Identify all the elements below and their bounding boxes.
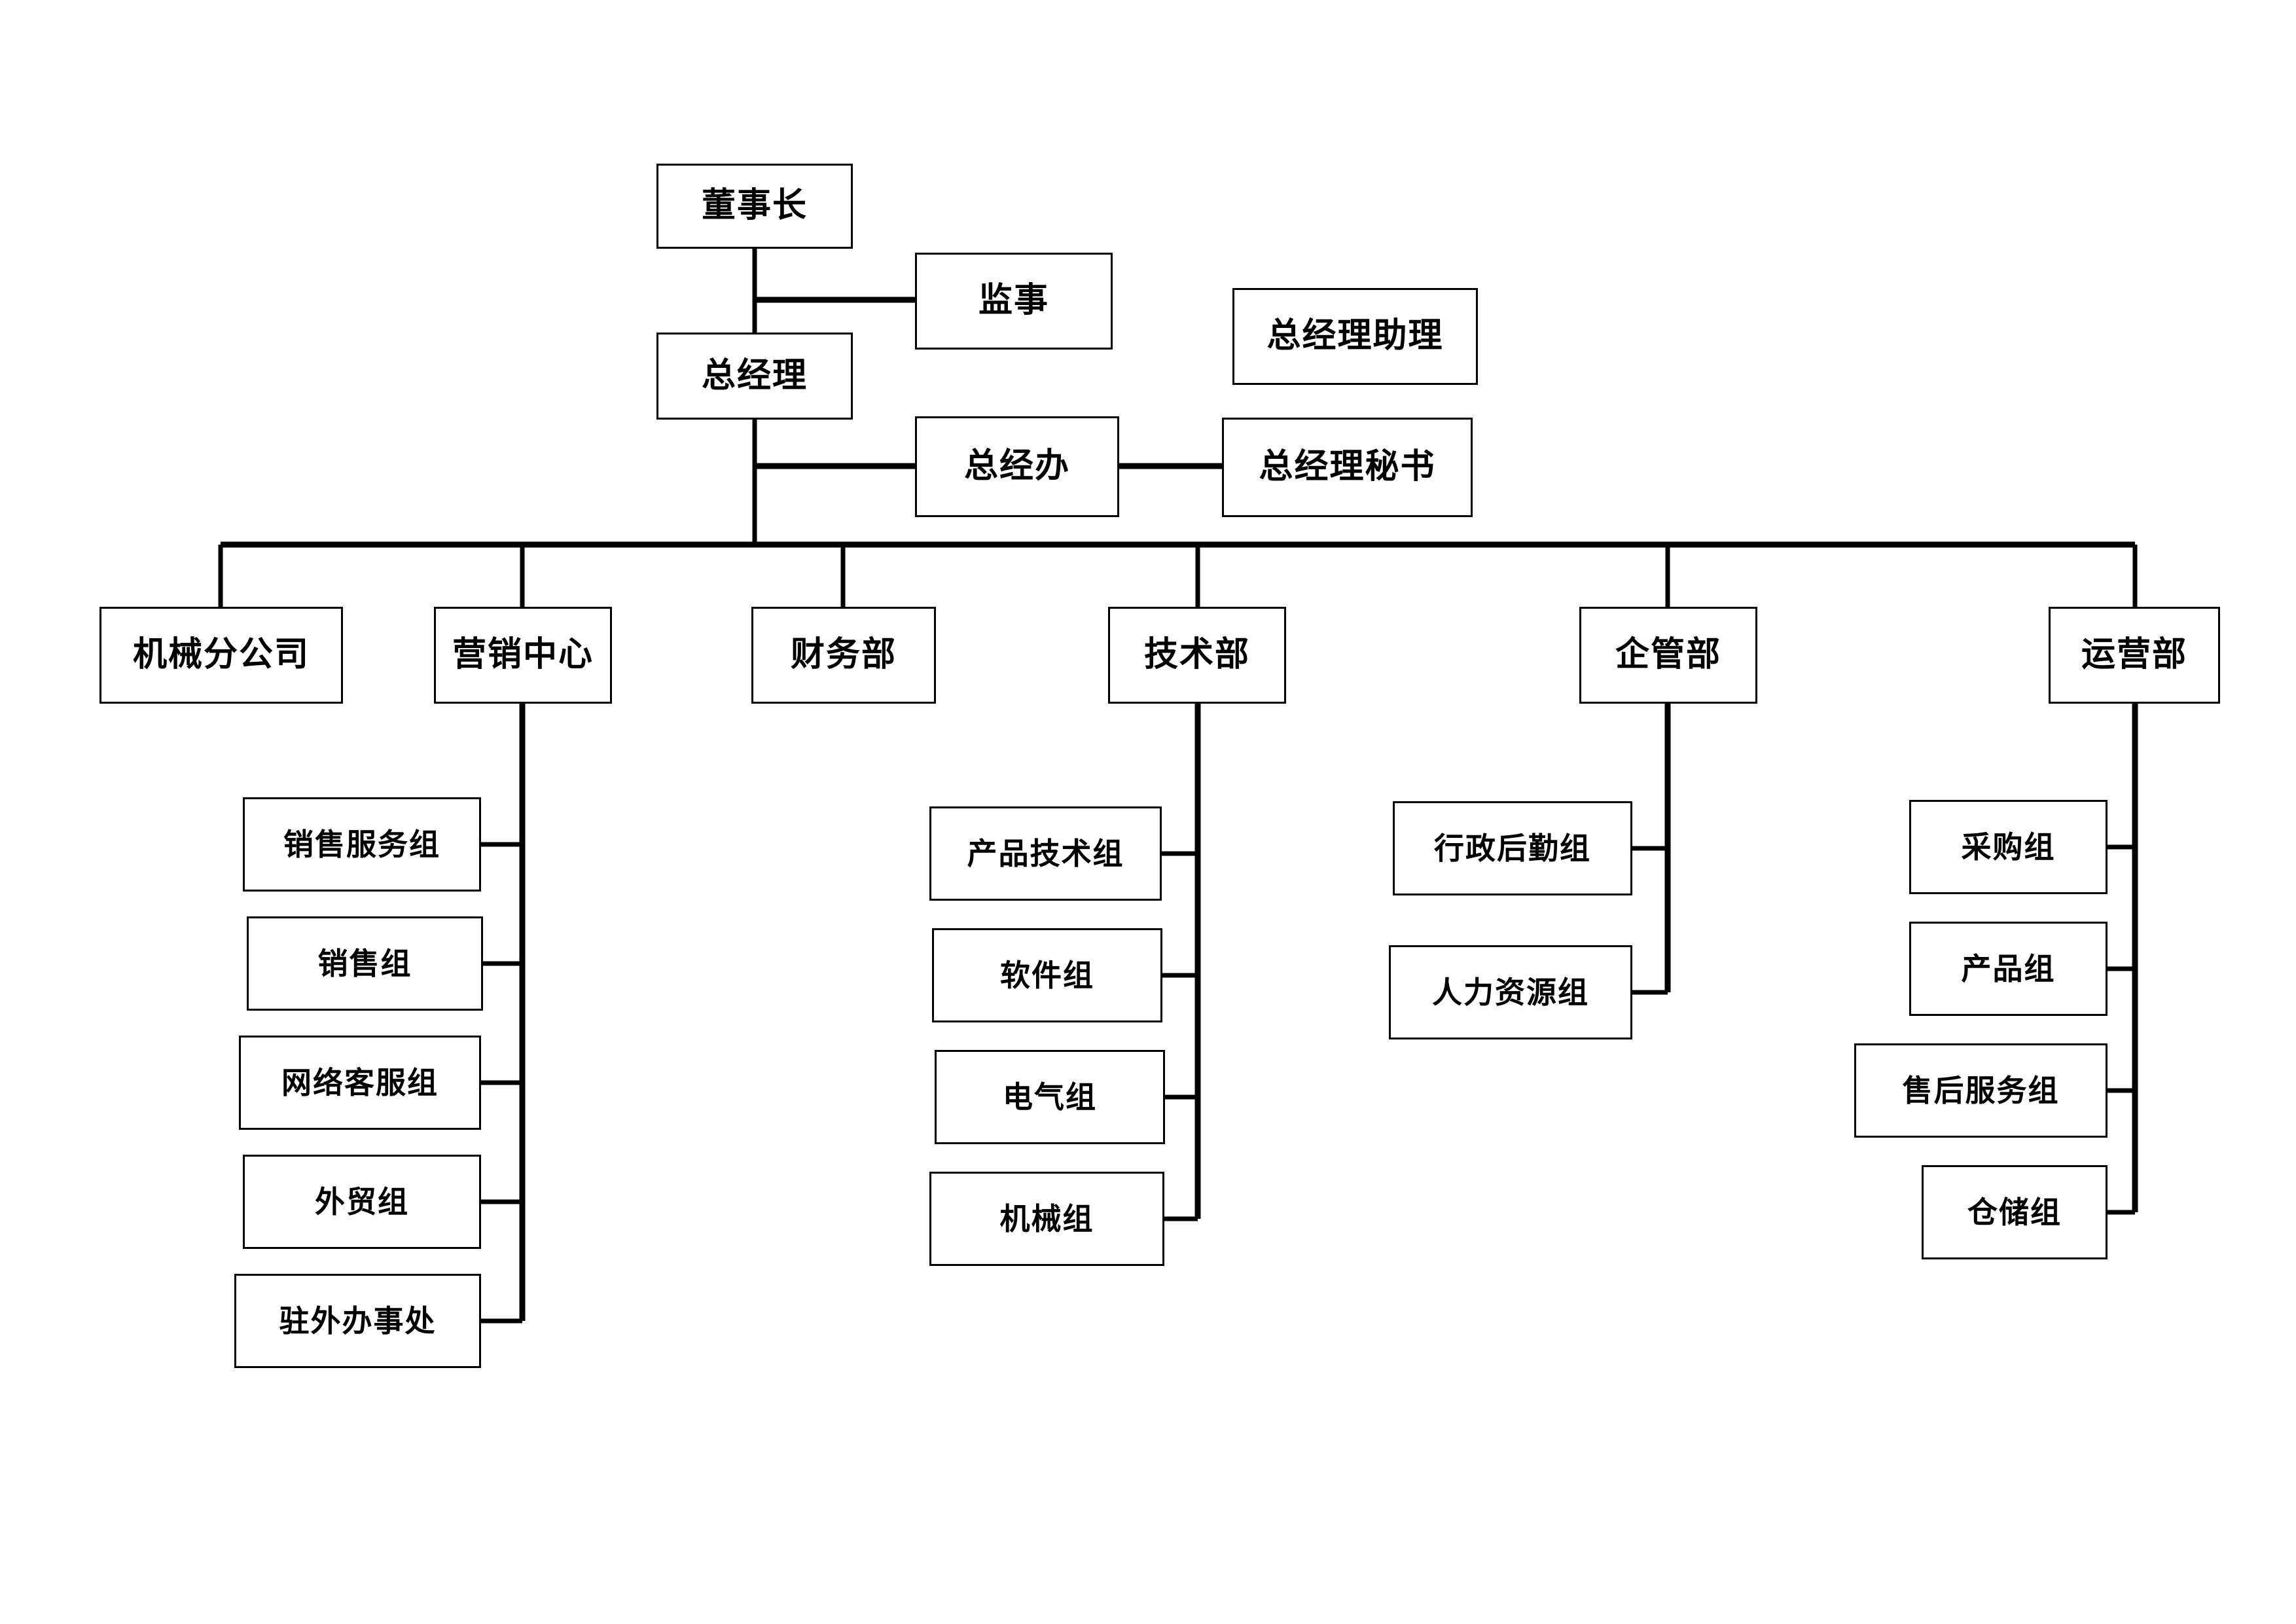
node-foreign-trade-team-label: 外贸组 xyxy=(315,1183,409,1219)
node-mechanical-branch-label: 机械分公司 xyxy=(132,635,310,675)
node-admin-logistics-team-label: 行政后勤组 xyxy=(1434,830,1591,866)
node-finance-dept[interactable]: 财务部 xyxy=(751,607,936,704)
node-online-service-team-label: 网络客服组 xyxy=(281,1064,439,1100)
node-admin-logistics-team[interactable]: 行政后勤组 xyxy=(1393,801,1632,895)
node-gm-assistant-label: 总经理助理 xyxy=(1266,316,1444,356)
node-gm-assistant[interactable]: 总经理助理 xyxy=(1232,288,1478,385)
node-product-team[interactable]: 产品组 xyxy=(1909,922,2108,1016)
node-after-sales-team[interactable]: 售后服务组 xyxy=(1854,1043,2108,1138)
node-purchasing-team-label: 采购组 xyxy=(1961,829,2056,865)
node-chairman-label: 董事长 xyxy=(701,186,808,226)
node-product-team-label: 产品组 xyxy=(1961,950,2056,986)
node-gm-secretary[interactable]: 总经理秘书 xyxy=(1222,418,1473,517)
node-sales-service-team[interactable]: 销售服务组 xyxy=(243,797,481,892)
node-technical-dept-label: 技术部 xyxy=(1143,635,1250,675)
node-general-manager-label: 总经理 xyxy=(701,355,808,395)
node-finance-dept-label: 财务部 xyxy=(790,635,897,675)
node-electrical-team[interactable]: 电气组 xyxy=(935,1050,1165,1144)
node-foreign-trade-team[interactable]: 外贸组 xyxy=(243,1155,481,1249)
node-operations-dept-label: 运营部 xyxy=(2081,635,2187,675)
node-sales-team-label: 销售组 xyxy=(317,945,412,981)
node-chairman[interactable]: 董事长 xyxy=(656,164,853,249)
node-warehousing-team-label: 仓储组 xyxy=(1967,1194,2062,1230)
node-electrical-team-label: 电气组 xyxy=(1003,1079,1097,1115)
node-product-tech-team-label: 产品技术组 xyxy=(967,835,1124,871)
node-enterprise-mgmt-dept[interactable]: 企管部 xyxy=(1579,607,1757,704)
node-mechanical-team[interactable]: 机械组 xyxy=(929,1172,1164,1266)
node-technical-dept[interactable]: 技术部 xyxy=(1108,607,1286,704)
node-mechanical-team-label: 机械组 xyxy=(999,1200,1094,1236)
node-human-resources-team[interactable]: 人力资源组 xyxy=(1389,945,1632,1039)
node-software-team[interactable]: 软件组 xyxy=(932,928,1162,1022)
node-general-manager[interactable]: 总经理 xyxy=(656,333,853,420)
node-purchasing-team[interactable]: 采购组 xyxy=(1909,800,2108,894)
node-product-tech-team[interactable]: 产品技术组 xyxy=(929,806,1162,901)
node-marketing-center[interactable]: 营销中心 xyxy=(434,607,612,704)
node-sales-team[interactable]: 销售组 xyxy=(247,916,483,1011)
node-software-team-label: 软件组 xyxy=(1000,957,1094,993)
node-supervisor[interactable]: 监事 xyxy=(915,253,1113,350)
node-gm-secretary-label: 总经理秘书 xyxy=(1259,447,1436,487)
node-human-resources-team-label: 人力资源组 xyxy=(1432,974,1589,1010)
node-sales-service-team-label: 销售服务组 xyxy=(283,826,440,862)
node-overseas-office-label: 驻外办事处 xyxy=(279,1303,437,1339)
node-operations-dept[interactable]: 运营部 xyxy=(2049,607,2220,704)
node-after-sales-team-label: 售后服务组 xyxy=(1902,1072,2060,1108)
node-mechanical-branch[interactable]: 机械分公司 xyxy=(99,607,343,704)
node-gm-office-label: 总经办 xyxy=(963,446,1070,486)
node-online-service-team[interactable]: 网络客服组 xyxy=(239,1036,481,1130)
node-enterprise-mgmt-dept-label: 企管部 xyxy=(1615,635,1721,675)
node-supervisor-label: 监事 xyxy=(978,281,1049,321)
node-gm-office[interactable]: 总经办 xyxy=(915,416,1119,517)
node-marketing-center-label: 营销中心 xyxy=(452,635,594,675)
node-overseas-office[interactable]: 驻外办事处 xyxy=(234,1274,481,1368)
node-warehousing-team[interactable]: 仓储组 xyxy=(1922,1165,2108,1259)
